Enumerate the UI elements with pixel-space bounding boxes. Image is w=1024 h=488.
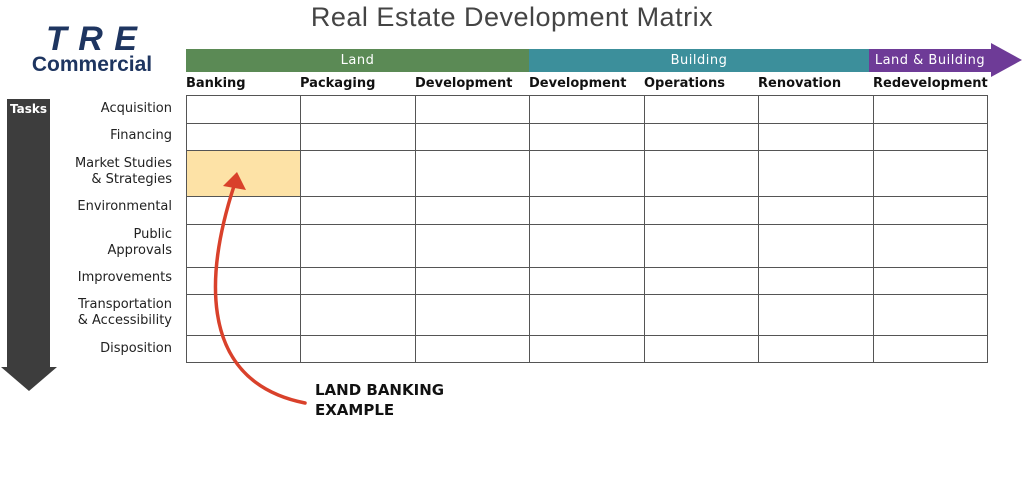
matrix-cell bbox=[873, 196, 988, 225]
matrix-row bbox=[186, 267, 988, 295]
matrix-cell bbox=[415, 95, 530, 124]
matrix-cell bbox=[300, 196, 416, 225]
matrix-row bbox=[186, 150, 988, 197]
matrix-cell bbox=[644, 335, 759, 363]
matrix-cell bbox=[644, 95, 759, 124]
matrix-row bbox=[186, 294, 988, 336]
matrix-cell bbox=[186, 123, 301, 151]
matrix-cell bbox=[758, 335, 874, 363]
matrix-cell bbox=[300, 95, 416, 124]
matrix-cell bbox=[415, 335, 530, 363]
row-label-market-studies-line1: Market Studies bbox=[74, 156, 172, 171]
row-label-public-approvals-line1: Public bbox=[133, 227, 172, 242]
column-header-renovation: Renovation bbox=[758, 76, 842, 91]
matrix-cell bbox=[529, 123, 645, 151]
matrix-cell bbox=[415, 267, 530, 295]
callout-line-2: EXAMPLE bbox=[315, 401, 395, 419]
matrix-cell bbox=[644, 150, 759, 197]
column-header-operations: Operations bbox=[644, 76, 725, 91]
logo-mark: T R E bbox=[46, 20, 138, 58]
tasks-arrow-shaft bbox=[7, 99, 50, 367]
matrix-cell bbox=[873, 123, 988, 151]
callout-line-1: LAND BANKING bbox=[315, 381, 445, 399]
development-matrix-grid bbox=[186, 95, 988, 363]
matrix-cell bbox=[873, 95, 988, 124]
matrix-row bbox=[186, 196, 988, 225]
phase-band-building: Building bbox=[529, 49, 869, 72]
matrix-cell bbox=[300, 335, 416, 363]
row-label-public-approvals-line2: Approvals bbox=[107, 243, 172, 258]
matrix-row bbox=[186, 335, 988, 363]
phase-band-land: Land bbox=[186, 49, 529, 72]
column-header-land-development: Development bbox=[415, 76, 513, 91]
matrix-row bbox=[186, 224, 988, 268]
column-header-banking: Banking bbox=[186, 76, 246, 91]
matrix-cell bbox=[873, 335, 988, 363]
page-title: Real Estate Development Matrix bbox=[310, 2, 714, 32]
matrix-cell-highlighted bbox=[186, 150, 301, 197]
matrix-cell bbox=[300, 294, 416, 336]
logo-wordmark: Commercial bbox=[31, 53, 153, 76]
matrix-cell bbox=[529, 335, 645, 363]
row-label-disposition: Disposition bbox=[100, 341, 172, 356]
tre-commercial-logo: T R E Commercial bbox=[22, 20, 162, 76]
row-label-transportation-line2: & Accessibility bbox=[77, 313, 172, 328]
matrix-cell bbox=[300, 150, 416, 197]
row-label-financing: Financing bbox=[110, 128, 172, 143]
matrix-cell bbox=[758, 123, 874, 151]
matrix-cell bbox=[758, 267, 874, 295]
matrix-cell bbox=[758, 95, 874, 124]
matrix-cell bbox=[644, 224, 759, 268]
matrix-cell bbox=[873, 150, 988, 197]
matrix-cell bbox=[644, 294, 759, 336]
column-header-redevelopment: Redevelopment bbox=[873, 76, 988, 91]
land-banking-callout: LAND BANKING EXAMPLE bbox=[315, 380, 444, 420]
matrix-cell bbox=[758, 294, 874, 336]
matrix-row bbox=[186, 123, 988, 151]
matrix-cell bbox=[758, 196, 874, 225]
matrix-cell bbox=[529, 150, 645, 197]
matrix-cell bbox=[644, 267, 759, 295]
row-label-transportation-line1: Transportation bbox=[78, 297, 172, 312]
row-label-market-studies-line2: & Strategies bbox=[91, 172, 172, 187]
phase-arrow-head-icon bbox=[991, 43, 1022, 77]
row-label-acquisition: Acquisition bbox=[100, 101, 172, 116]
tasks-label: Tasks bbox=[9, 102, 47, 116]
column-header-building-development: Development bbox=[529, 76, 627, 91]
phase-band-land-and-building: Land & Building bbox=[869, 49, 991, 72]
matrix-cell bbox=[529, 267, 645, 295]
tasks-arrow-down-icon bbox=[1, 367, 57, 391]
matrix-cell bbox=[300, 123, 416, 151]
row-label-environmental: Environmental bbox=[77, 199, 172, 214]
matrix-cell bbox=[529, 224, 645, 268]
column-header-packaging: Packaging bbox=[300, 76, 376, 91]
matrix-cell bbox=[186, 335, 301, 363]
row-label-improvements: Improvements bbox=[77, 270, 172, 285]
matrix-cell bbox=[644, 123, 759, 151]
matrix-cell bbox=[186, 294, 301, 336]
matrix-cell bbox=[873, 267, 988, 295]
matrix-cell bbox=[873, 294, 988, 336]
matrix-cell bbox=[758, 150, 874, 197]
matrix-row bbox=[186, 95, 988, 124]
matrix-cell bbox=[415, 294, 530, 336]
matrix-cell bbox=[529, 196, 645, 225]
